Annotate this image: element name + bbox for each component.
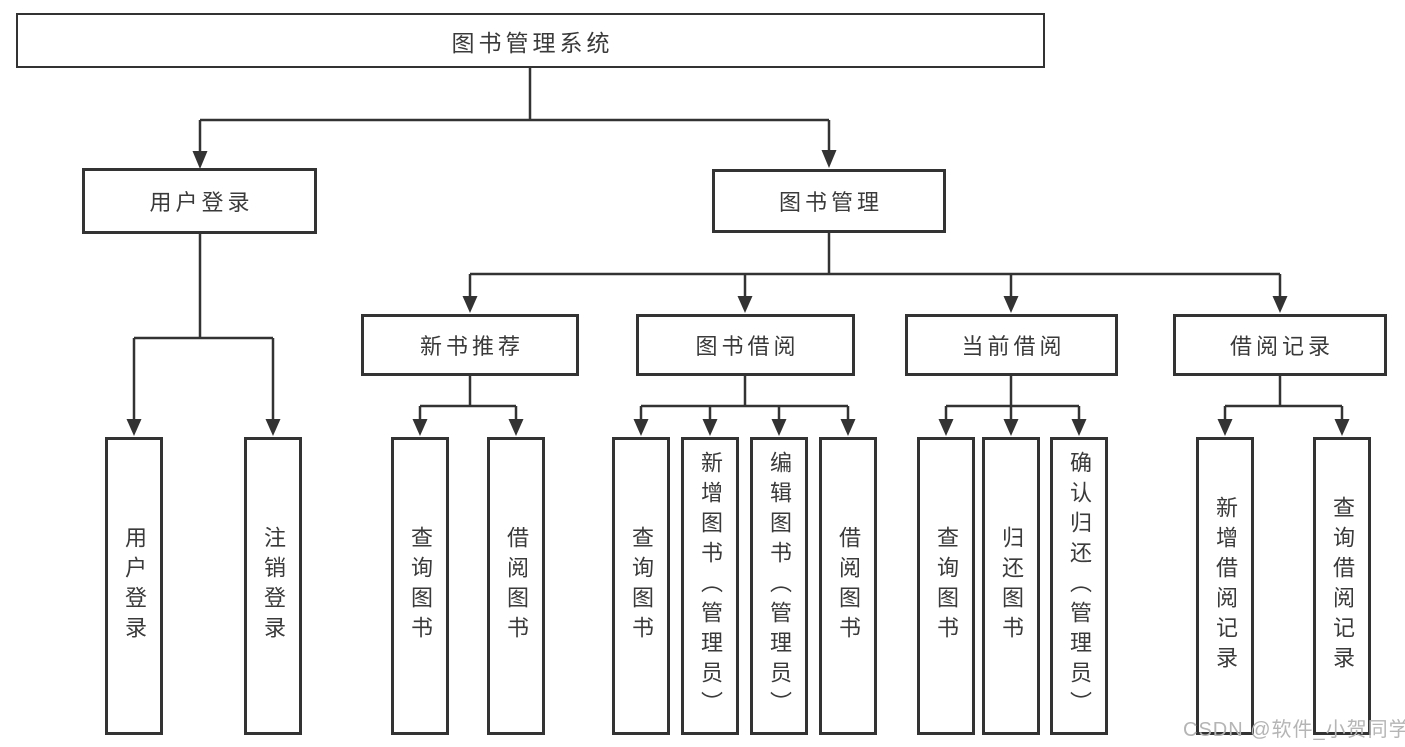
node-book-borrow: 图书借阅	[636, 314, 855, 376]
arrow-to-leaf-query-books-current	[938, 419, 954, 436]
arrow-to-book-borrow	[737, 296, 753, 313]
arrow-to-current-borrow	[1003, 296, 1019, 313]
arrow-to-leaf-query-borrow-record	[1334, 419, 1350, 436]
arrow-to-leaf-borrow-books	[840, 419, 856, 436]
leaf-return-books: 归还图书	[982, 437, 1040, 735]
leaf-query-borrow-record: 查询借阅记录	[1313, 437, 1371, 735]
arrow-to-user-login	[192, 151, 208, 169]
leaf-edit-books-admin: 编辑图书（管理员）	[750, 437, 808, 735]
leaf-user-login: 用户登录	[105, 437, 163, 735]
connector-new-book-recommend-to-leaves	[418, 376, 518, 421]
leaf-add-books-admin: 新增图书（管理员）	[681, 437, 739, 735]
leaf-query-books-current: 查询图书	[917, 437, 975, 735]
connector-book-management-to-level3	[468, 233, 1282, 298]
arrow-to-leaf-add-books-admin	[702, 419, 718, 436]
arrow-to-book-management	[821, 150, 837, 168]
arrow-to-leaf-user-login	[126, 419, 142, 436]
node-current-borrow: 当前借阅	[905, 314, 1118, 376]
watermark: CSDN @软件_小贺同学	[1183, 719, 1405, 741]
arrow-to-leaf-borrow-books-recommend	[508, 419, 524, 436]
arrow-to-leaf-logout	[265, 419, 281, 436]
leaf-query-books-borrow: 查询图书	[612, 437, 670, 735]
arrow-to-borrow-records	[1272, 296, 1288, 313]
node-user-login: 用户登录	[82, 168, 317, 234]
node-book-management: 图书管理	[712, 169, 946, 233]
leaf-query-books-recommend: 查询图书	[391, 437, 449, 735]
connector-user-login-to-leaves	[132, 234, 275, 421]
arrow-to-new-book-recommend	[462, 296, 478, 313]
arrow-to-leaf-edit-books-admin	[771, 419, 787, 436]
leaf-confirm-return-admin: 确认归还（管理员）	[1050, 437, 1108, 735]
leaf-borrow-books-recommend: 借阅图书	[487, 437, 545, 735]
arrow-to-leaf-add-borrow-record	[1217, 419, 1233, 436]
node-borrow-records: 借阅记录	[1173, 314, 1387, 376]
connector-root-to-level2	[198, 68, 831, 153]
leaf-logout: 注销登录	[244, 437, 302, 735]
arrow-to-leaf-return-books	[1003, 419, 1019, 436]
connector-book-borrow-to-leaves	[639, 376, 850, 421]
arrow-to-leaf-confirm-return-admin	[1071, 419, 1087, 436]
arrow-to-leaf-query-books-borrow	[633, 419, 649, 436]
leaf-add-borrow-record: 新增借阅记录	[1196, 437, 1254, 735]
arrow-to-leaf-query-books-recommend	[412, 419, 428, 436]
leaf-borrow-books: 借阅图书	[819, 437, 877, 735]
connector-borrow-records-to-leaves	[1223, 376, 1344, 421]
connector-current-borrow-to-leaves	[944, 376, 1081, 421]
node-root-library-management-system: 图书管理系统	[16, 13, 1045, 68]
node-new-book-recommend: 新书推荐	[361, 314, 579, 376]
